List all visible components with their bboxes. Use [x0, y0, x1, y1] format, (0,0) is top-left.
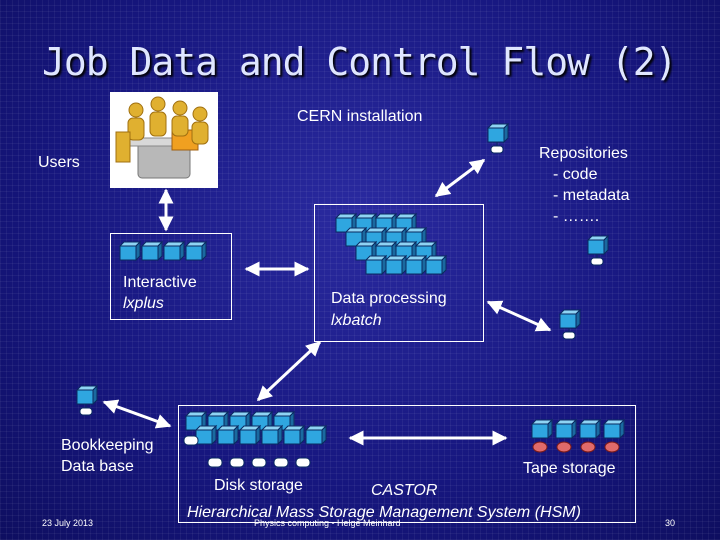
- server-icon: [141, 241, 163, 261]
- lxplus-box: [110, 233, 232, 320]
- repositories-title: Repositories: [539, 145, 628, 162]
- repository-server-icon: [588, 236, 608, 265]
- repository-server-icon: [560, 310, 580, 339]
- repositories-label: Repositories - code - metadata - …….: [539, 143, 629, 227]
- tape-icon: [604, 441, 620, 453]
- disk-icon: [273, 457, 289, 468]
- server-icon: [531, 419, 553, 439]
- server-icon: [425, 255, 447, 275]
- server-icon: [603, 419, 625, 439]
- bookkeeping-line-2: Data base: [61, 458, 134, 475]
- bookkeeping-line-1: Bookkeeping: [61, 437, 154, 454]
- hsm-box: [178, 405, 636, 523]
- server-icon: [119, 241, 141, 261]
- lxbatch-repository2-arrow: [486, 300, 552, 332]
- tape-icon: [556, 441, 572, 453]
- lxplus-label: lxplus: [123, 295, 164, 312]
- tape-icon: [580, 441, 596, 453]
- installation-label: CERN installation: [297, 108, 423, 125]
- tape-servers: [531, 419, 625, 453]
- tape-label: Tape storage: [523, 460, 616, 477]
- castor-label: CASTOR: [371, 482, 438, 499]
- disk-icon: [251, 457, 267, 468]
- lxbatch-servers: [335, 213, 447, 275]
- users-picture: [110, 92, 218, 188]
- repository-server-icon: [488, 124, 508, 153]
- server-icon: [365, 255, 387, 275]
- disk-icon: [295, 457, 311, 468]
- server-icon: [261, 425, 283, 445]
- disk-icon: [229, 457, 245, 468]
- repositories-more: - …….: [553, 208, 600, 225]
- hsm-label: Hierarchical Mass Storage Management Sys…: [187, 504, 581, 521]
- tape-icon: [532, 441, 548, 453]
- lxbatch-repository-arrow: [434, 158, 486, 198]
- server-icon: [217, 425, 239, 445]
- users-label: Users: [38, 154, 80, 171]
- server-icon: [405, 255, 427, 275]
- disk-icon: [207, 457, 223, 468]
- disk-icon: [183, 435, 199, 446]
- server-icon: [163, 241, 185, 261]
- repositories-metadata: - metadata: [553, 187, 630, 204]
- lxplus-servers: [119, 241, 207, 261]
- interactive-label: Interactive: [123, 274, 197, 291]
- bookkeeping-hsm-arrow: [102, 399, 172, 429]
- slide-title: Job Data and Control Flow (2): [42, 40, 677, 84]
- server-icon: [555, 419, 577, 439]
- server-icon: [239, 425, 261, 445]
- page-number: 30: [665, 518, 676, 528]
- server-icon: [283, 425, 305, 445]
- repositories-code: - code: [553, 166, 598, 183]
- processing-label: Data processing: [331, 290, 447, 307]
- server-icon: [385, 255, 407, 275]
- bookkeeping-label: Bookkeeping Data base: [61, 435, 154, 477]
- server-icon: [579, 419, 601, 439]
- footer-source: Physics computing - Helge Meinhard: [254, 518, 401, 528]
- lxbatch-hsm-arrow: [256, 340, 322, 402]
- server-icon: [195, 425, 217, 445]
- disk-servers: [183, 411, 327, 468]
- lxbatch-label: lxbatch: [331, 312, 382, 329]
- server-icon: [185, 241, 207, 261]
- footer-date: 23 July 2013: [42, 518, 94, 528]
- server-icon: [305, 425, 327, 445]
- bookkeeping-server-icon: [77, 386, 97, 415]
- disk-label: Disk storage: [214, 477, 303, 494]
- lxbatch-box: [314, 204, 484, 342]
